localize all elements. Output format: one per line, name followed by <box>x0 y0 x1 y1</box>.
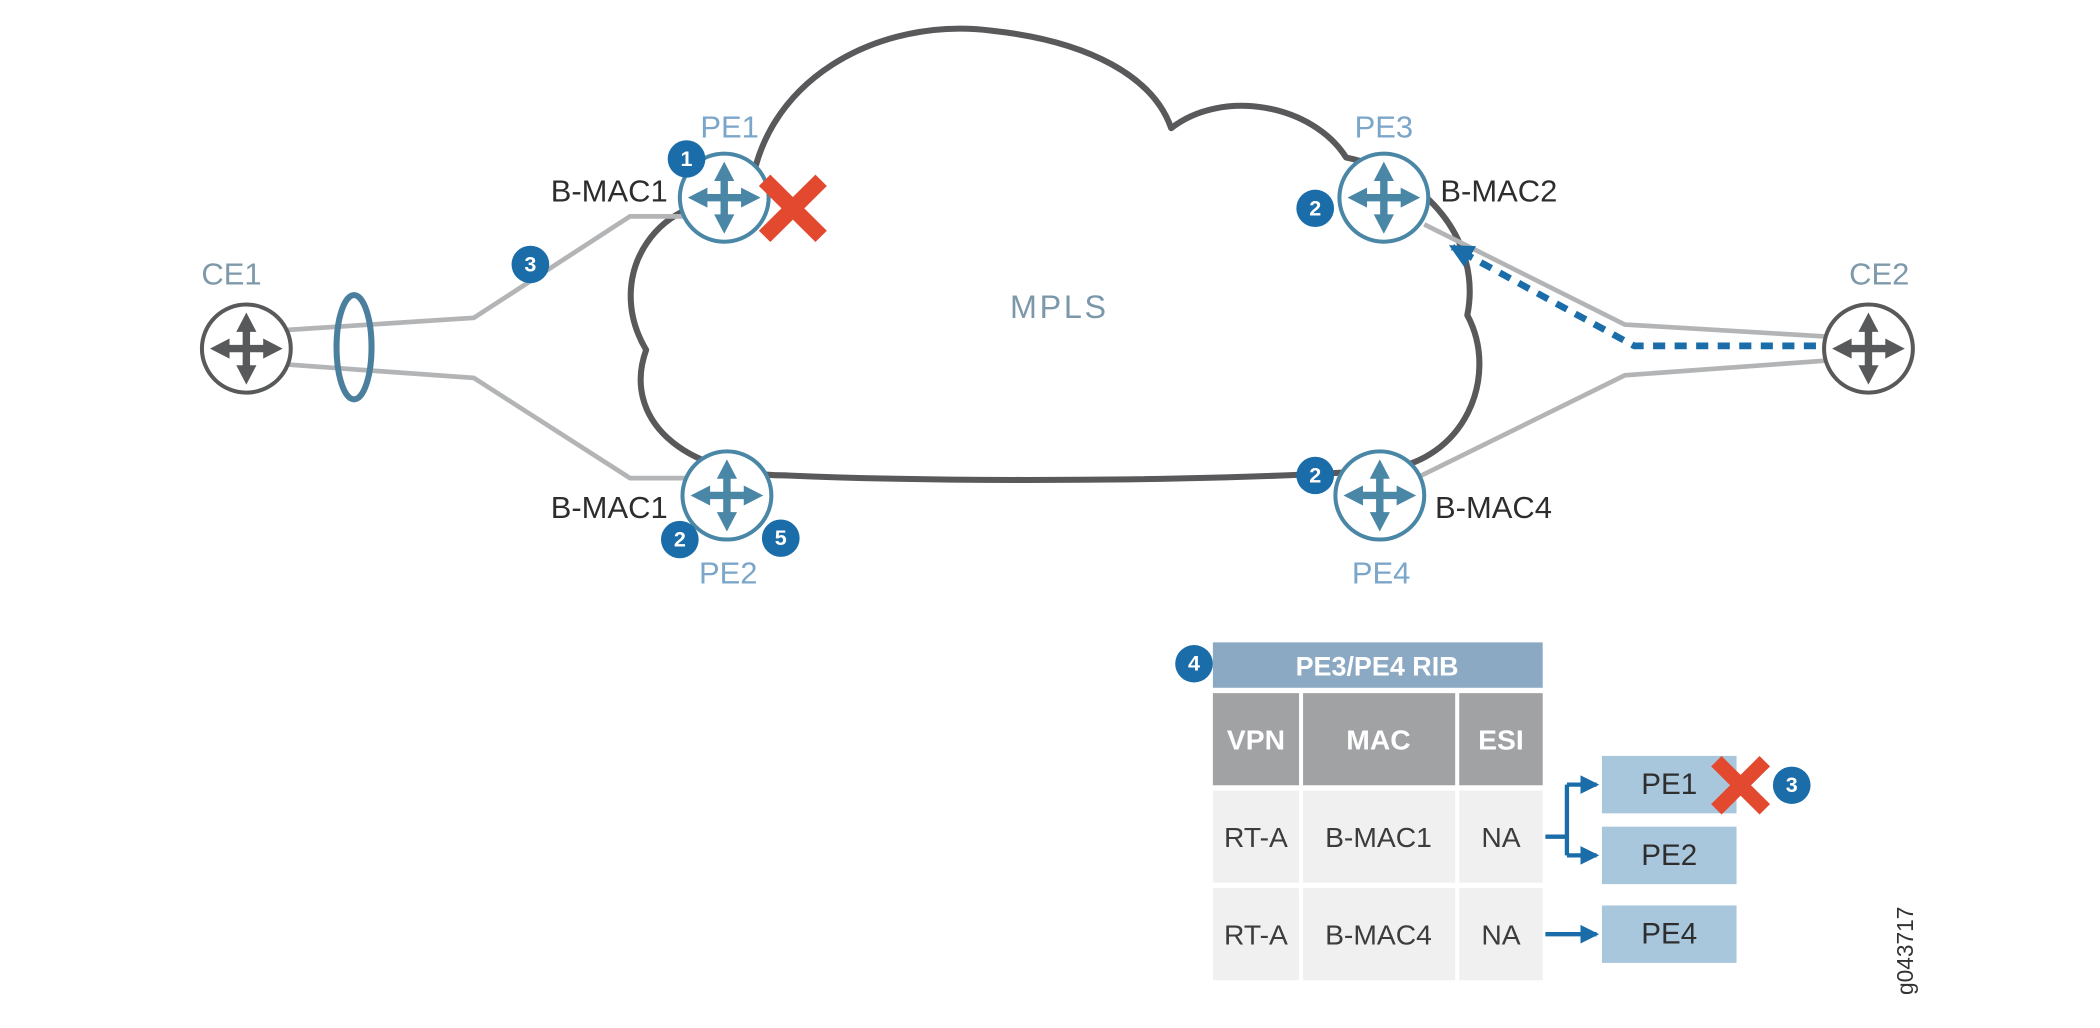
pe2-label: PE2 <box>699 556 758 591</box>
badge-step-2-pe2: 2 <box>660 520 699 559</box>
step-badges: 1 3 2 5 2 2 <box>511 140 1335 559</box>
figure-id-label: g043717 <box>1892 907 1918 995</box>
pe3-router-icon <box>1339 154 1428 242</box>
ce2-label: CE2 <box>1849 257 1909 292</box>
col-header-esi-bg <box>1459 693 1543 786</box>
pe2-next-hop-label: PE2 <box>1641 839 1697 872</box>
ce1-router-icon <box>202 304 291 392</box>
pe4-next-hop-box <box>1601 905 1737 963</box>
row2-mac-bg <box>1303 888 1456 981</box>
mpls-cloud: MPLS <box>627 25 1483 483</box>
mpls-label: MPLS <box>1010 289 1109 325</box>
badge-step-3-link: 3 <box>511 245 550 284</box>
mac-labels: B-MAC1 B-MAC1 B-MAC2 B-MAC4 <box>551 174 1558 525</box>
col-header-mac-bg <box>1303 693 1456 786</box>
svg-text:2: 2 <box>1309 463 1321 487</box>
traffic-arrow-ce2-pe3 <box>1448 244 1816 350</box>
pe4-label: PE4 <box>1352 556 1411 591</box>
svg-text:5: 5 <box>775 526 787 550</box>
pe2-router-icon <box>683 451 772 539</box>
col-header-esi: ESI <box>1478 724 1524 755</box>
badge-step-3-legend: 3 <box>1772 766 1811 804</box>
row1-esi: NA <box>1481 822 1520 853</box>
link-pe3-ce2 <box>1423 222 1827 339</box>
cloud-shape <box>627 25 1483 483</box>
badge-step-2-pe4: 2 <box>1296 456 1335 495</box>
link-ce1-pe2 <box>287 362 695 481</box>
col-header-mac: MAC <box>1346 724 1410 755</box>
link-pe4-ce2 <box>1420 358 1827 478</box>
svg-text:1: 1 <box>681 147 693 171</box>
row2-esi: NA <box>1481 919 1520 950</box>
svg-text:2: 2 <box>1309 196 1321 220</box>
row2-vpn-bg <box>1212 888 1300 981</box>
badge-step-4: 4 <box>1175 645 1213 683</box>
links <box>287 214 1827 481</box>
table-row: RT-A B-MAC1 NA <box>1212 790 1543 883</box>
pe4-next-hop-label: PE4 <box>1641 918 1697 951</box>
svg-text:3: 3 <box>524 252 536 276</box>
row2-mac: B-MAC4 <box>1325 919 1432 950</box>
node-labels: CE1 CE2 PE1 PE3 PE2 PE4 <box>201 110 1909 591</box>
row1-esi-bg <box>1459 790 1543 883</box>
row2-vpn: RT-A <box>1224 919 1288 950</box>
rib-table-title: PE3/PE4 RIB <box>1296 651 1459 681</box>
pe3-mac-label: B-MAC2 <box>1440 174 1557 209</box>
pe1-next-hop-failure-x-icon <box>1711 756 1771 815</box>
badge-step-2-pe3: 2 <box>1296 189 1335 228</box>
rib-table-title-bar <box>1212 642 1543 688</box>
pe3-label: PE3 <box>1355 110 1414 145</box>
link-ce1-pe1 <box>287 214 692 333</box>
col-header-vpn-bg <box>1212 693 1300 786</box>
badge-step-1: 1 <box>667 140 706 178</box>
pe2-mac-label: B-MAC1 <box>551 490 668 525</box>
ce2-router-icon <box>1824 304 1913 392</box>
pe1-next-hop-label: PE1 <box>1641 768 1697 801</box>
row2-esi-bg <box>1459 888 1543 981</box>
pe2-next-hop-box <box>1601 826 1737 885</box>
row1-vpn: RT-A <box>1224 822 1288 853</box>
badge-step-5-pe2: 5 <box>761 519 800 557</box>
pe4-mac-label: B-MAC4 <box>1435 490 1552 525</box>
pe4-router-icon <box>1335 451 1424 539</box>
pe1-mac-label: B-MAC1 <box>551 174 668 209</box>
next-hop-legend: PE1 PE2 PE4 3 <box>1545 755 1811 963</box>
row1-mac: B-MAC1 <box>1325 822 1432 853</box>
lag-ellipse <box>333 292 375 403</box>
ce1-label: CE1 <box>201 257 261 292</box>
pe1-failure-x-icon <box>758 174 827 243</box>
table-row: RT-A B-MAC4 NA <box>1212 888 1543 981</box>
svg-text:3: 3 <box>1786 773 1798 797</box>
svg-text:4: 4 <box>1188 652 1200 676</box>
pe1-label: PE1 <box>700 110 759 145</box>
row1-vpn-bg <box>1212 790 1300 883</box>
rib-table: PE3/PE4 RIB 4 VPN MAC ESI RT-A B-MAC1 NA… <box>1175 642 1543 981</box>
svg-text:2: 2 <box>674 528 686 552</box>
col-header-vpn: VPN <box>1227 724 1285 755</box>
row1-mac-bg <box>1303 790 1456 883</box>
